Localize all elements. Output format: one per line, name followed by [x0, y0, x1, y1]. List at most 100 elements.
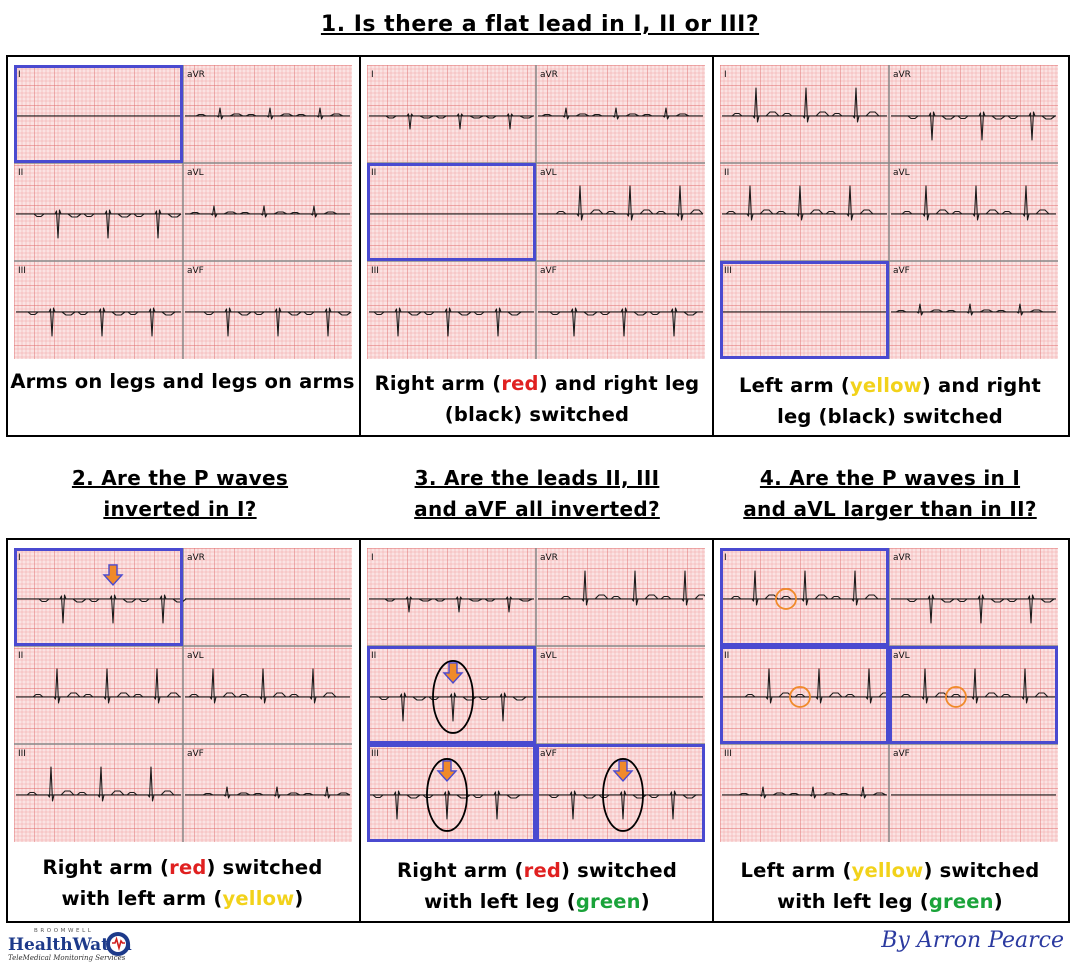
caption-line: with left arm (yellow)	[10, 883, 355, 914]
lead-label-i: I	[18, 553, 21, 563]
lead-label-avf: aVF	[187, 266, 204, 276]
highlight-box-ii	[367, 163, 536, 261]
healthwatch-logo: BROOMWELL HealthWatch TeleMedical Monito…	[8, 928, 132, 962]
caption-text: Right arm (	[42, 856, 170, 879]
caption-text: Left arm (	[740, 859, 852, 882]
ecg-trace-avr	[538, 570, 705, 606]
row-2-divider-1	[359, 538, 361, 923]
row-1-frame	[6, 55, 1070, 437]
lead-label-ii: II	[371, 651, 376, 661]
question-3-line-1: 3. Are the leads II, III	[414, 466, 660, 490]
lead-label-ii: II	[724, 168, 729, 178]
logo-small-text: BROOMWELL	[34, 928, 93, 934]
p-wave-circle	[945, 686, 967, 708]
caption-line: Left arm (yellow) switched	[715, 855, 1065, 886]
lead-label-iii: III	[18, 749, 26, 759]
question-3-title: 3. Are the leads II, III and aVF all inv…	[362, 463, 712, 525]
row-1-divider-1	[359, 55, 361, 437]
row-2-frame	[6, 538, 1070, 923]
ecg-trace-i	[369, 596, 534, 613]
ecg-trace-avf	[185, 307, 352, 337]
highlight-box-i	[720, 548, 889, 646]
ecg-trace-avl	[891, 185, 1056, 221]
caption-color-word: yellow	[849, 374, 922, 397]
caption-text: Left arm (	[738, 374, 850, 397]
question-4-title: 4. Are the P waves in I and aVL larger t…	[715, 463, 1065, 525]
highlight-box-avf	[536, 744, 705, 842]
lead-label-avl: aVL	[540, 651, 557, 661]
lead-label-i: I	[724, 70, 727, 80]
caption-text: with left arm (	[61, 887, 223, 910]
caption-text: ) switched	[561, 859, 677, 882]
ecg-trace-avl	[185, 668, 350, 704]
highlight-box-iii	[367, 744, 536, 842]
ecg-trace-i	[722, 87, 887, 123]
p-wave-circle	[789, 686, 811, 708]
lead-label-ii: II	[18, 651, 23, 661]
caption-text: ) and right	[921, 374, 1042, 397]
caption-line: Right arm (red) switched	[362, 855, 712, 886]
lead-label-avr: aVR	[187, 553, 205, 563]
ecg-trace-i	[369, 113, 534, 130]
lead-label-avf: aVF	[893, 749, 910, 759]
question-2-title: 2. Are the P waves inverted in I?	[10, 463, 350, 525]
caption-line: with left leg (green)	[715, 886, 1065, 917]
caption-text: Right arm (	[396, 859, 524, 882]
lead-label-avr: aVR	[893, 70, 911, 80]
ecg-trace-i	[722, 570, 887, 606]
lead-label-avf: aVF	[187, 749, 204, 759]
highlight-box-i	[14, 65, 183, 163]
ecg-trace-avr	[538, 107, 703, 120]
caption-arms-legs: Arms on legs and legs on arms	[10, 366, 355, 397]
lead-label-avl: aVL	[893, 651, 910, 661]
logo-brand-text: HealthWatch	[8, 935, 132, 955]
caption-ra-rl: Right arm (red) and right leg(black) swi…	[362, 368, 712, 430]
caption-color-word: red	[169, 856, 207, 879]
p-wave-circle	[775, 588, 797, 610]
caption-line: with left leg (green)	[362, 886, 712, 917]
highlight-box-ii	[720, 646, 889, 744]
ecg-trace-ii	[16, 209, 182, 239]
lead-label-avr: aVR	[893, 553, 911, 563]
lead-label-avl: aVL	[187, 168, 204, 178]
caption-text: ) switched	[923, 859, 1040, 882]
caption-line: Right arm (red) switched	[10, 852, 355, 883]
ecg-trace-avr	[891, 594, 1056, 624]
ecg-trace-avf	[538, 307, 703, 337]
ecg-trace-ii	[369, 692, 534, 722]
ecg-trace-avf	[891, 303, 1056, 316]
lead-label-avl: aVL	[187, 651, 204, 661]
question-2-line-2: inverted in I?	[103, 497, 257, 521]
highlight-box-avl	[889, 646, 1058, 744]
ecg-trace-ii	[16, 668, 181, 704]
ecg-trace-i	[16, 594, 187, 624]
ecg-trace-iii	[369, 307, 534, 337]
caption-line: (black) switched	[362, 399, 712, 430]
down-arrow-icon	[442, 662, 464, 685]
ecg-trace-ii	[722, 668, 893, 704]
logo-emblem-icon	[106, 932, 130, 956]
oval-marker	[432, 660, 474, 734]
row-2-divider-2	[712, 538, 714, 923]
ecg-trace-iii	[16, 307, 181, 337]
caption-line: Right arm (red) and right leg	[362, 368, 712, 399]
caption-color-word: green	[575, 890, 641, 913]
caption-text: ) and right leg	[538, 372, 700, 395]
caption-color-word: yellow	[851, 859, 924, 882]
lead-label-avr: aVR	[187, 70, 205, 80]
caption-text: )	[294, 887, 304, 910]
ecg-trace-avr	[185, 107, 350, 120]
oval-marker	[602, 758, 644, 832]
highlight-box-iii	[720, 261, 889, 359]
lead-label-ii: II	[371, 168, 376, 178]
caption-text: Right arm (	[374, 372, 502, 395]
ecg-trace-avf	[538, 790, 703, 820]
ecg-trace-iii	[16, 766, 181, 802]
ecg-trace-avl	[538, 185, 704, 221]
caption-text: ) switched	[206, 856, 323, 879]
